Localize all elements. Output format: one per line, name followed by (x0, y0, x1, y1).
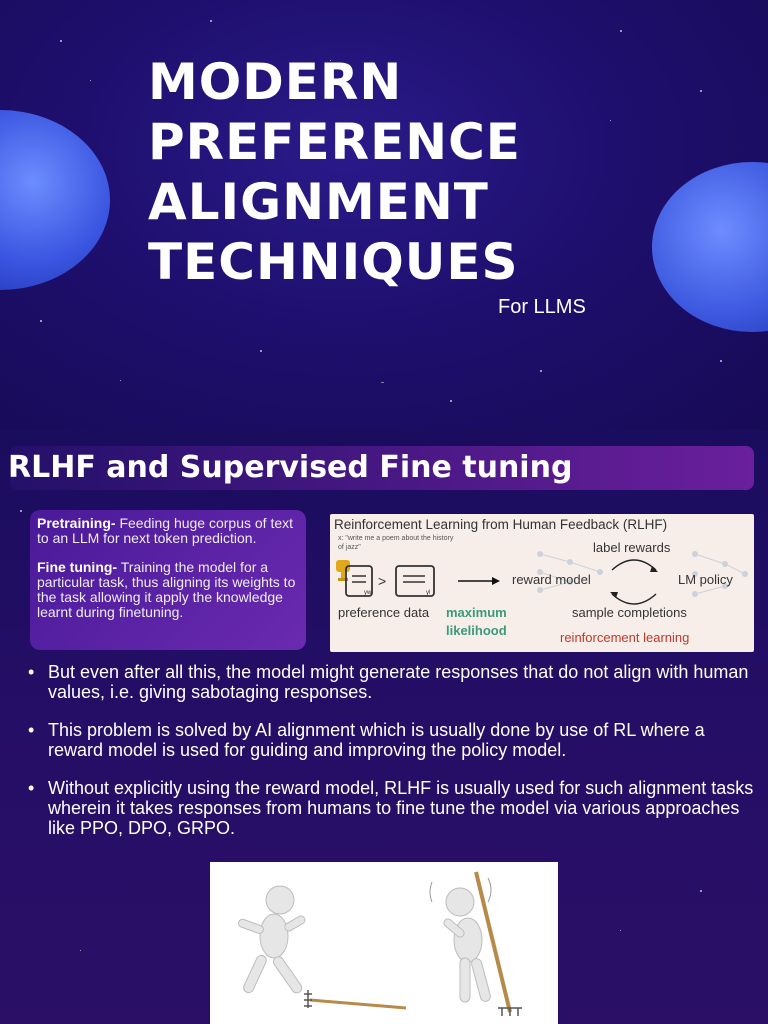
bullet-list: But even after all this, the model might… (24, 662, 754, 856)
yw-label: yw (364, 590, 372, 596)
rake-icon (304, 990, 312, 1008)
slide-subtitle: For LLMS (498, 296, 586, 318)
reinforcement-learning-label: reinforcement learning (560, 630, 690, 645)
definition-finetuning: Fine tuning- Training the model for a pa… (37, 560, 299, 620)
bullet-item: This problem is solved by AI alignment w… (24, 720, 754, 760)
rake-handle (474, 871, 512, 1013)
lm-policy-label: LM policy (678, 572, 733, 587)
svg-text:>: > (378, 573, 386, 589)
slide-title: MODERN PREFERENCE ALIGNMENT TECHNIQUES (148, 53, 521, 291)
title-slide: MODERN PREFERENCE ALIGNMENT TECHNIQUES F… (0, 0, 768, 430)
planet-right-graphic (652, 162, 768, 332)
maximum-label: maximum (446, 605, 507, 620)
divider-mark (381, 382, 384, 383)
definition-pretraining: Pretraining- Feeding huge corpus of text… (37, 516, 299, 546)
lm-policy-network-icon (692, 551, 748, 597)
content-slide: RLHF and Supervised Fine tuning Pretrain… (0, 430, 768, 1024)
arrow-right-icon (492, 577, 500, 585)
term-finetuning: Fine tuning- (37, 559, 118, 575)
definitions-panel (30, 510, 306, 650)
chat-bubble-icon (345, 565, 373, 597)
stick-figures-illustration (210, 862, 558, 1024)
section-heading: RLHF and Supervised Fine tuning (8, 450, 573, 485)
preference-data-label: preference data (338, 605, 430, 620)
trophy-icon (336, 560, 350, 581)
planet-left-graphic (0, 110, 110, 290)
heading-bar (10, 446, 754, 490)
cycle-arrow-icon (650, 566, 658, 572)
diagram-title: Reinforcement Learning from Human Feedba… (334, 517, 668, 532)
term-pretraining: Pretraining- (37, 515, 116, 531)
rlhf-diagram: Reinforcement Learning from Human Feedba… (330, 514, 754, 652)
definition-text: Training the model for a particular task… (37, 559, 296, 620)
chat-bubble-icon (395, 565, 435, 597)
bullet-item: But even after all this, the model might… (24, 662, 754, 702)
definition-text: Feeding huge corpus of text to an LLM fo… (37, 515, 294, 546)
sample-completions-label: sample completions (572, 605, 687, 620)
cycle-arrow-icon (610, 592, 618, 598)
diagram-prompt: x: "write me a poem about the history of… (338, 535, 454, 551)
bullet-item: Without explicitly using the reward mode… (24, 778, 754, 838)
diagram-graphics: > yw yl (336, 551, 748, 605)
likelihood-label: likelihood (446, 623, 507, 638)
definitions-text: Pretraining- Feeding huge corpus of text… (37, 516, 299, 634)
figures-graphic (237, 871, 522, 1016)
yl-label: yl (426, 590, 430, 596)
label-rewards-label: label rewards (593, 540, 671, 555)
reward-model-network-icon (537, 551, 603, 593)
reward-model-label: reward model (512, 572, 591, 587)
